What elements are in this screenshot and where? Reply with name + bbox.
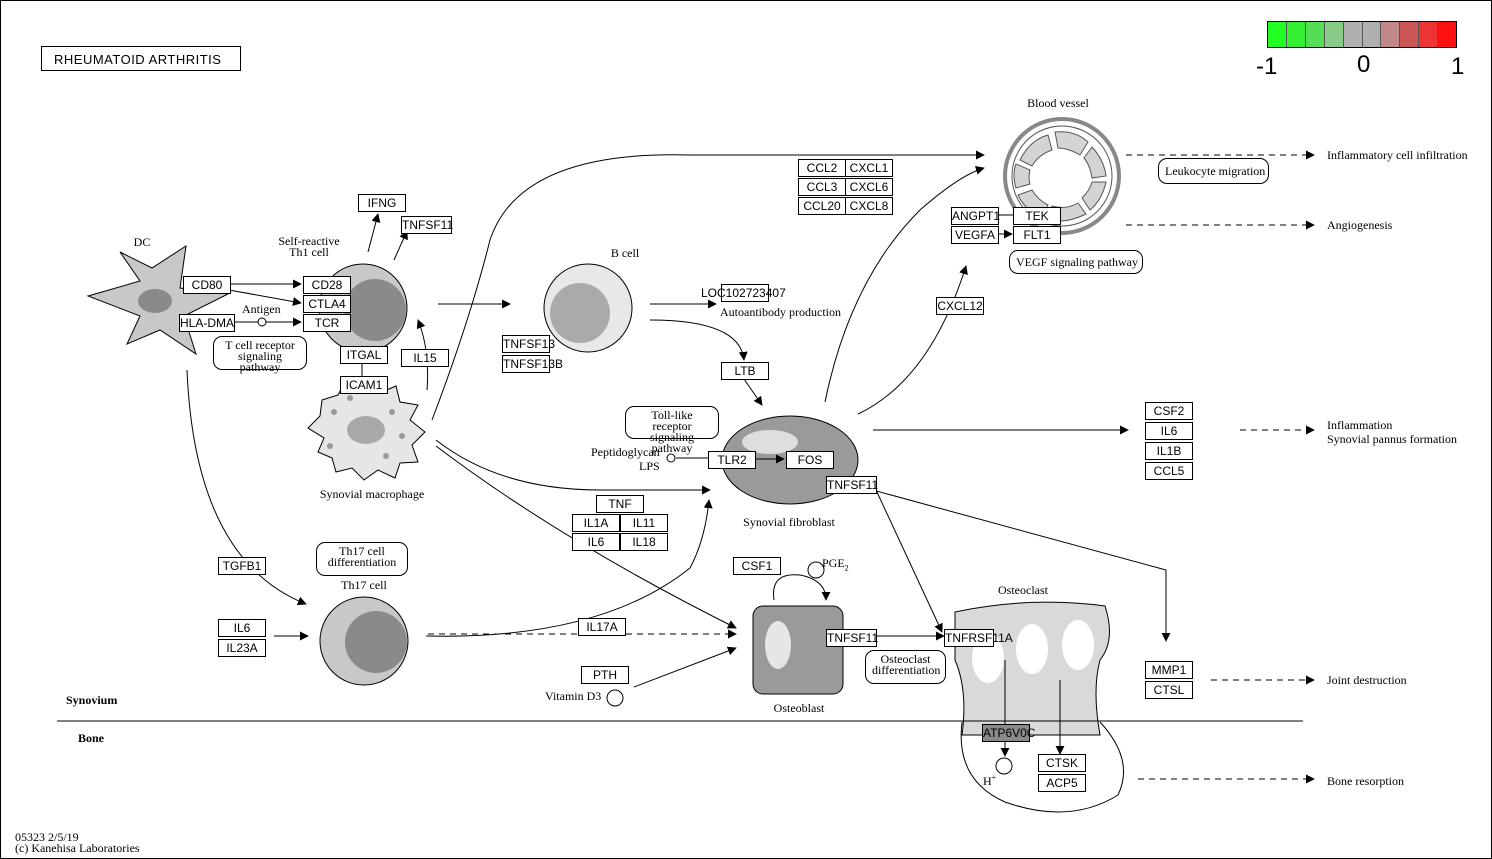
legend-swatch xyxy=(1381,22,1401,47)
h-plus-label: H+ xyxy=(983,773,997,788)
gene-ltb[interactable]: LTB xyxy=(721,362,769,380)
osteoblast-label: Osteoblast xyxy=(773,701,825,715)
synovium-label: Synovium xyxy=(66,693,118,707)
fibroblast-label: Synovial fibroblast xyxy=(743,515,835,529)
bone-label: Bone xyxy=(78,731,105,745)
gene-csf2[interactable]: CSF2 xyxy=(1145,402,1193,420)
legend-swatch xyxy=(1286,22,1306,47)
blood-vessel-label: Blood vessel xyxy=(1027,96,1089,110)
gene-atp6v0c[interactable]: ATP6V0C xyxy=(982,724,1036,742)
legend-swatch xyxy=(1400,22,1420,47)
gene-pth[interactable]: PTH xyxy=(581,666,629,684)
outcome-inflammation: Inflammation xyxy=(1327,418,1393,432)
gene-acp5[interactable]: ACP5 xyxy=(1038,774,1086,792)
gene-tek[interactable]: TEK xyxy=(1013,207,1061,225)
gene-tnf[interactable]: TNF xyxy=(596,495,644,513)
gene-tlr2[interactable]: TLR2 xyxy=(708,451,756,469)
gene-cd80[interactable]: CD80 xyxy=(183,276,231,294)
gene-cd28[interactable]: CD28 xyxy=(303,276,351,294)
gene-il17a[interactable]: IL17A xyxy=(578,618,626,636)
pathway-title: RHEUMATOID ARTHRITIS xyxy=(41,46,241,71)
gene-il23a[interactable]: IL23A xyxy=(218,639,266,657)
gene-ccl2[interactable]: CCL2 xyxy=(798,159,846,177)
gene-cxcl8[interactable]: CXCL8 xyxy=(845,197,893,215)
expression-color-legend xyxy=(1267,21,1457,48)
gene-flt1[interactable]: FLT1 xyxy=(1013,226,1061,244)
gene-ctsl[interactable]: CTSL xyxy=(1145,681,1193,699)
gene-tnfrsf11a[interactable]: TNFRSF11A xyxy=(944,629,1013,647)
gene-ccl3[interactable]: CCL3 xyxy=(798,178,846,196)
legend-swatch xyxy=(1438,22,1457,47)
gene-tnfsf13[interactable]: TNFSF13 xyxy=(502,335,556,353)
gene-tnfsf11-fibroblast[interactable]: TNFSF11 xyxy=(826,476,879,494)
legend-swatch xyxy=(1324,22,1344,47)
outcome-pannus: Synovial pannus formation xyxy=(1327,432,1457,446)
footer-copyright: (c) Kanehisa Laboratories xyxy=(15,841,140,855)
gene-tnfsf11-osteoblast[interactable]: TNFSF11 xyxy=(826,629,879,647)
bcell-label: B cell xyxy=(610,246,640,260)
footer-id: 05323 2/5/19 xyxy=(15,830,79,844)
legend-mid-label: 0 xyxy=(1357,51,1371,78)
gene-tnfsf11[interactable]: TNFSF11 xyxy=(401,216,454,234)
gene-ccl20[interactable]: CCL20 xyxy=(798,197,846,215)
pge2-label: PGE2 xyxy=(822,556,849,573)
pathway-th17-differentiation[interactable]: Th17 cell differentiation xyxy=(316,542,408,576)
gene-ccl5[interactable]: CCL5 xyxy=(1145,462,1193,480)
antigen-label: Antigen xyxy=(242,302,281,316)
th1-label: Self-reactive Th1 cell xyxy=(278,234,340,259)
gene-il1b[interactable]: IL1B xyxy=(1145,442,1193,460)
dc-label: DC xyxy=(133,235,151,249)
autoantibody-label: Autoantibody production xyxy=(720,305,841,319)
gene-il6-th17[interactable]: IL6 xyxy=(218,619,266,637)
pathway-vegf-signaling[interactable]: VEGF signaling pathway xyxy=(1009,250,1143,274)
outcome-angiogenesis: Angiogenesis xyxy=(1327,218,1393,232)
gene-icam1[interactable]: ICAM1 xyxy=(340,376,388,394)
gene-mmp1[interactable]: MMP1 xyxy=(1145,661,1193,679)
pathway-leukocyte-migration[interactable]: Leukocyte migration xyxy=(1158,158,1269,184)
osteoclast-label: Osteoclast xyxy=(998,583,1048,597)
peptidoglycan-label: Peptidoglycan xyxy=(591,445,660,459)
gene-il11[interactable]: IL11 xyxy=(620,514,668,532)
gene-il1a[interactable]: IL1A xyxy=(572,514,620,532)
gene-fos[interactable]: FOS xyxy=(786,451,834,469)
gene-il6[interactable]: IL6 xyxy=(572,533,620,551)
legend-swatch xyxy=(1343,22,1363,47)
gene-il15[interactable]: IL15 xyxy=(401,349,449,367)
gene-loc102723407[interactable]: LOC102723407 xyxy=(701,284,786,302)
gene-ctsk[interactable]: CTSK xyxy=(1038,754,1086,772)
gene-cxcl6[interactable]: CXCL6 xyxy=(845,178,893,196)
legend-swatch xyxy=(1305,22,1325,47)
pathway-toll-like-receptor[interactable]: Toll-like receptor signaling pathway xyxy=(625,406,719,454)
gene-angpt1[interactable]: ANGPT1 xyxy=(951,207,1001,225)
gene-tnfsf13b[interactable]: TNFSF13B xyxy=(502,355,564,373)
th17-label: Th17 cell xyxy=(341,578,387,592)
outcome-inflammatory-infiltration: Inflammatory cell infiltration xyxy=(1327,148,1468,162)
lps-label: LPS xyxy=(639,459,660,473)
macrophage-label: Synovial macrophage xyxy=(319,487,425,501)
gene-loc-text: LOC102723407 xyxy=(701,286,786,300)
pathway-tcr-signaling[interactable]: T cell receptor signaling pathway xyxy=(213,336,307,373)
outcome-bone-resorption: Bone resorption xyxy=(1327,774,1404,788)
outcome-joint-destruction: Joint destruction xyxy=(1327,673,1407,687)
gene-tgfb1[interactable]: TGFB1 xyxy=(218,557,266,575)
gene-tcr[interactable]: TCR xyxy=(303,314,351,332)
vitamin-d3-label: Vitamin D3 xyxy=(545,689,602,703)
gene-csf1[interactable]: CSF1 xyxy=(733,557,781,575)
gene-il18[interactable]: IL18 xyxy=(620,533,668,551)
gene-il6-inflammation[interactable]: IL6 xyxy=(1145,422,1193,440)
legend-min-label: -1 xyxy=(1256,53,1278,80)
gene-vegfa[interactable]: VEGFA xyxy=(951,226,999,244)
gene-cxcl12[interactable]: CXCL12 xyxy=(936,297,984,315)
gene-hla-dma[interactable]: HLA-DMA xyxy=(179,314,235,332)
legend-swatch xyxy=(1419,22,1439,47)
gene-ifng[interactable]: IFNG xyxy=(358,194,406,212)
gene-ctla4[interactable]: CTLA4 xyxy=(303,295,351,313)
legend-max-label: 1 xyxy=(1451,53,1465,80)
gene-cxcl1[interactable]: CXCL1 xyxy=(845,159,893,177)
gene-itgal[interactable]: ITGAL xyxy=(340,346,388,364)
legend-swatch xyxy=(1362,22,1382,47)
legend-swatch xyxy=(1268,22,1287,47)
pathway-osteoclast-differentiation[interactable]: Osteoclast differentiation xyxy=(865,650,946,684)
